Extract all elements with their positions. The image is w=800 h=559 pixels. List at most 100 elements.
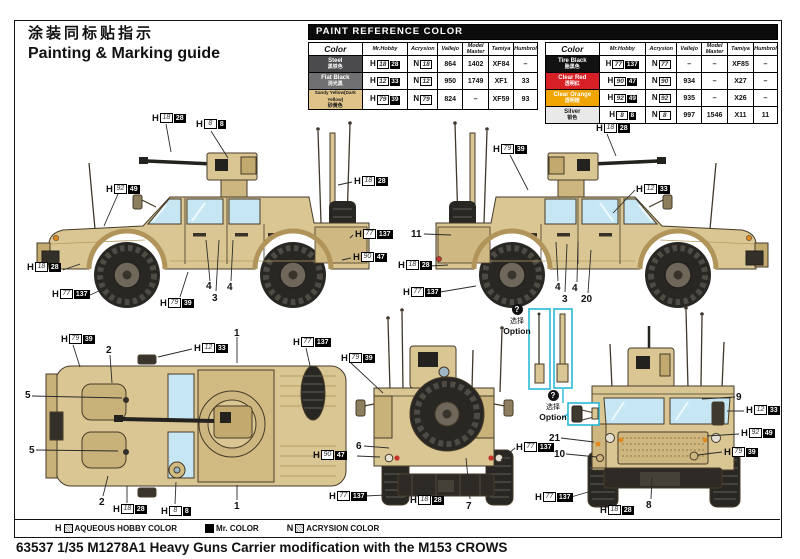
acrysion-prefix: N	[413, 75, 420, 85]
model-master-cell: –	[462, 89, 490, 110]
mr-color-number: 39	[389, 96, 400, 105]
model-master-cell: 1402	[462, 55, 490, 73]
acrysion-prefix: N	[651, 109, 658, 119]
callout-aqueous-prefix: H	[196, 118, 203, 130]
column-header-tamiya: Tamiya	[488, 42, 514, 56]
tamiya-cell: X11	[727, 106, 754, 124]
vallejo-cell: –	[676, 55, 703, 73]
color-name-en: Steel	[328, 57, 343, 64]
callout-aqueous-prefix: H	[516, 441, 523, 453]
callout-mr-color-number: 39	[362, 353, 375, 363]
callout-aqueous-prefix: H	[329, 490, 336, 502]
callout-mr-color-number: 28	[621, 505, 634, 515]
aqueous-box-icon	[63, 523, 73, 533]
part-number-callout: 5	[25, 390, 31, 401]
color-name-cell: Sandy Yellow(Dark Yellow) 砂黄色	[308, 89, 363, 110]
callout-aqueous-prefix: H	[746, 404, 753, 416]
color-name-cell: Tire Black 胎黑色	[545, 55, 600, 73]
color-name-cn: 透明红	[564, 81, 580, 88]
callout-aqueous-number: 79	[167, 298, 181, 308]
column-header-humbrol: Humbrol	[512, 42, 539, 56]
callout-aqueous-number: 8	[168, 506, 182, 516]
part-number-callout: 11	[411, 229, 422, 240]
callout-aqueous-number: 77	[523, 442, 537, 452]
callout-mr-color-number: 28	[173, 113, 186, 123]
acrysion-box-icon	[295, 523, 305, 533]
acrysion-number: 18	[420, 59, 433, 70]
color-name-cell: Flat Black 消光黑	[308, 72, 363, 90]
aqueous-prefix: H	[605, 58, 612, 68]
column-header-acrysion: Acrysion	[407, 42, 439, 56]
callout-aqueous-prefix: H	[27, 261, 34, 273]
callout-aqueous-prefix: H	[161, 505, 168, 517]
callout-mr-color-number: 137	[424, 287, 441, 297]
acrysion-prefix: N	[413, 94, 420, 104]
aqueous-prefix: H	[607, 92, 614, 102]
callout-aqueous-number: 18	[603, 123, 617, 133]
color-name-en: Tire Black	[558, 57, 587, 64]
callout-aqueous-prefix: H	[113, 503, 120, 515]
vallejo-cell: 934	[676, 72, 703, 90]
humbrol-cell: 33	[512, 72, 539, 90]
callout-aqueous-prefix: H	[535, 491, 542, 503]
option-label-en: Option	[503, 326, 531, 336]
model-master-cell: 1546	[701, 106, 729, 124]
tamiya-cell: XF85	[727, 55, 754, 73]
callout-aqueous-number: 18	[120, 504, 134, 514]
callout-aqueous-prefix: H	[106, 183, 113, 195]
mr-color-number: 8	[629, 111, 636, 121]
callout-aqueous-number: 92	[113, 184, 127, 194]
color-name-en: Flat Black	[321, 74, 350, 81]
callout-mr-color-number: 39	[181, 298, 194, 308]
callout-mr-color-number: 39	[514, 144, 527, 154]
title-block: 涂装同标贴指示 Painting & Marking guide	[28, 25, 220, 64]
part-number-callout: 7	[466, 501, 472, 512]
aqueous-number: 18	[376, 59, 389, 70]
callout-aqueous-number: 77	[542, 492, 556, 502]
color-name-en: Silver	[564, 108, 581, 115]
callout-aqueous-prefix: H	[410, 494, 417, 506]
callout-aqueous-number: 18	[159, 113, 173, 123]
legend-acrysion-label: ACRYSION COLOR	[306, 523, 380, 533]
acrysion-prefix: N	[651, 58, 658, 68]
callout-mr-color-number: 39	[745, 447, 758, 457]
callout-aqueous-number: 18	[361, 176, 375, 186]
leader-lines	[31, 123, 744, 505]
mr-color-number: 28	[389, 60, 400, 70]
part-number-callout: 20	[581, 294, 593, 305]
paint-reference-title: PAINT REFERENCE COLOR	[308, 24, 778, 40]
callout-mr-color-number: 33	[657, 184, 670, 194]
callout-aqueous-number: 77	[59, 289, 73, 299]
callout-aqueous-prefix: H	[398, 259, 405, 271]
humbrol-cell: –	[752, 55, 779, 73]
callout-aqueous-number: 18	[34, 262, 48, 272]
callout-aqueous-number: 79	[731, 447, 745, 457]
callout-mr-color-number: 47	[374, 252, 387, 262]
callout-mr-color-number: 28	[617, 123, 630, 133]
aqueous-number: 12	[376, 76, 389, 87]
model-master-cell: 1749	[462, 72, 490, 90]
tamiya-cell: XF59	[488, 89, 514, 110]
part-number-callout: 21	[549, 433, 561, 444]
